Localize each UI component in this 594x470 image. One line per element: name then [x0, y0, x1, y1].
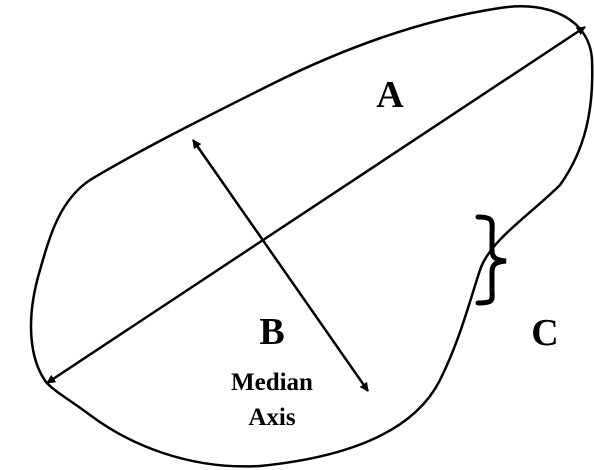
long-axis-a-arrow	[46, 25, 586, 385]
label-axis: Axis	[248, 404, 296, 431]
median-axis-b-arrow	[191, 139, 370, 392]
short-axis-c-brace	[475, 214, 507, 306]
label-b: B	[259, 311, 284, 353]
label-a: A	[376, 74, 404, 116]
label-median: Median	[231, 369, 313, 396]
label-c: C	[531, 312, 558, 354]
particle-outline	[29, 5, 594, 468]
